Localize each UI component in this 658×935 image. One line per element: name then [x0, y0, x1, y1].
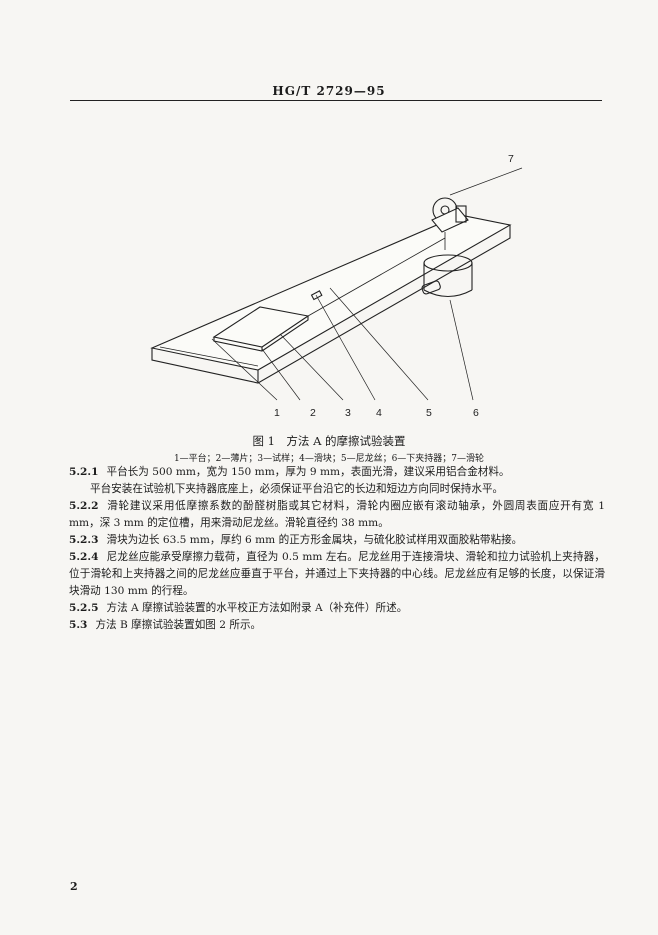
callout-5: 5	[426, 407, 432, 419]
section-text: 平台长为 500 mm，宽为 150 mm，厚为 9 mm，表面光滑，建议采用铝…	[106, 466, 510, 478]
section-number: 5.3	[69, 619, 88, 631]
section-text: 滑块为边长 63.5 mm，厚约 6 mm 的正方形金属块，与硫化胶试样用双面胶…	[106, 534, 523, 546]
platform-top	[150, 214, 512, 371]
callout-4: 4	[376, 407, 382, 419]
section-5-2-3: 5.2.3 滑块为边长 63.5 mm，厚约 6 mm 的正方形金属块，与硫化胶试…	[69, 532, 605, 549]
pulley-bracket	[431, 207, 469, 233]
section-text: 平台安装在试验机下夹持器底座上，必须保证平台沿它的长边和短边方向同时保持水平。	[90, 483, 504, 495]
section-text: 滑轮建议采用低摩擦系数的酚醛树脂或其它材料，滑轮内圈应嵌有滚动轴承，外圆周表面应…	[69, 500, 605, 529]
figure-friction-apparatus: 1 2 3 4 5 6 7	[140, 140, 530, 420]
section-5-2-1-cont: 平台安装在试验机下夹持器底座上，必须保证平台沿它的长边和短边方向同时保持水平。	[69, 481, 605, 498]
section-5-2-5: 5.2.5 方法 A 摩擦试验装置的水平校正方法如附录 A（补充件）所述。	[69, 600, 605, 617]
section-number: 5.2.3	[69, 534, 99, 546]
section-5-2-1: 5.2.1 平台长为 500 mm，宽为 150 mm，厚为 9 mm，表面光滑，…	[69, 464, 605, 481]
header-rule	[70, 100, 602, 101]
callout-3: 3	[345, 407, 351, 419]
apparatus-drawing: 1 2 3 4 5 6 7	[150, 153, 523, 419]
callout-2: 2	[310, 407, 316, 419]
callout-7: 7	[508, 153, 514, 165]
nylon-line	[307, 237, 446, 317]
section-text: 方法 B 摩擦试验装置如图 2 所示。	[95, 619, 262, 631]
figure-title: 图 1 方法 A 的摩擦试验装置	[252, 434, 406, 448]
section-text: 尼龙丝应能承受摩擦力载荷，直径为 0.5 mm 左右。尼龙丝用于连接滑块、滑轮和…	[69, 551, 605, 597]
callout-1: 1	[274, 407, 280, 419]
section-text: 方法 A 摩擦试验装置的水平校正方法如附录 A（补充件）所述。	[106, 602, 408, 614]
slider-connector	[310, 290, 323, 301]
page-number: 2	[70, 880, 78, 893]
document-header-code: HG/T 2729—95	[272, 84, 386, 98]
section-5-3: 5.3 方法 B 摩擦试验装置如图 2 所示。	[69, 617, 605, 634]
section-number: 5.2.4	[69, 551, 99, 563]
figure-legend: 1—平台；2—薄片；3—试样；4—滑块；5—尼龙丝；6—下夹持器；7—滑轮	[173, 454, 485, 464]
section-number: 5.2.5	[69, 602, 99, 614]
document-body: 5.2.1 平台长为 500 mm，宽为 150 mm，厚为 9 mm，表面光滑，…	[69, 464, 605, 634]
callout-6: 6	[473, 407, 479, 419]
section-number: 5.2.2	[69, 500, 99, 512]
section-number: 5.2.1	[69, 466, 99, 478]
